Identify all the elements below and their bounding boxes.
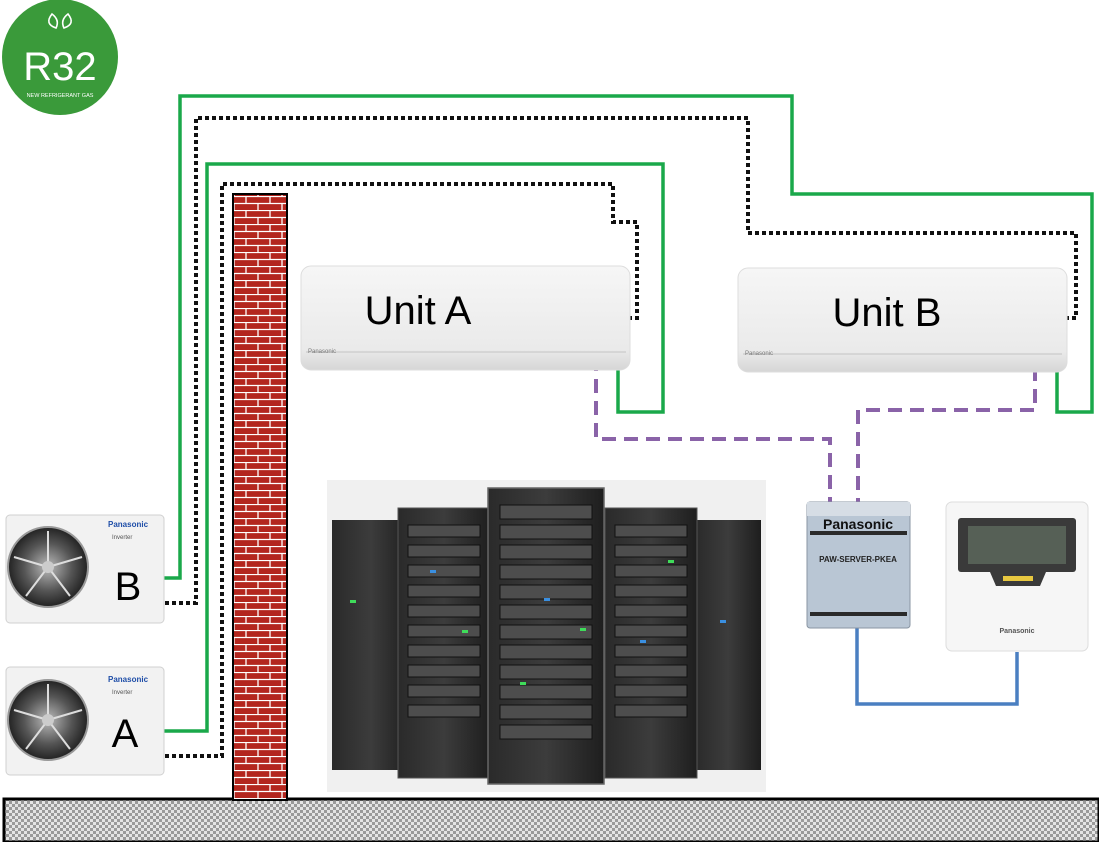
outdoor-unit-b: Panasonic Inverter B bbox=[5, 514, 165, 624]
badge-subtext: NEW REFRIGERANT GAS bbox=[27, 93, 94, 99]
controller: Panasonic bbox=[945, 501, 1089, 652]
indoor-unit-b: Panasonic Unit B bbox=[737, 267, 1068, 373]
server-model: PAW-SERVER-PKEA bbox=[819, 555, 897, 564]
unit-b-label: Unit B bbox=[833, 291, 942, 335]
dotted-outdoor-a-to-unit-a bbox=[165, 182, 639, 758]
pipe-outdoor-b-to-unit-b bbox=[162, 94, 1094, 580]
fan-icon bbox=[7, 526, 89, 608]
unit-a-brand: Panasonic bbox=[308, 349, 336, 355]
badge-text: R32 bbox=[23, 45, 96, 89]
outdoor-a-label: A bbox=[112, 712, 139, 756]
refrigerant-pipes bbox=[162, 94, 1094, 733]
unit-a-label: Unit A bbox=[365, 289, 472, 333]
control-links-dashed bbox=[594, 313, 1037, 505]
outdoor-b-brand: Panasonic bbox=[108, 520, 149, 529]
badge-circle bbox=[2, 0, 118, 115]
server-brand: Panasonic bbox=[823, 516, 893, 532]
pipe-outdoor-a-to-unit-a bbox=[162, 162, 665, 733]
server-module: Panasonic PAW-SERVER-PKEA bbox=[806, 501, 911, 629]
outdoor-a-brand: Panasonic bbox=[108, 675, 149, 684]
brick-wall bbox=[232, 193, 288, 801]
controller-brand: Panasonic bbox=[999, 628, 1034, 635]
outdoor-unit-a: Panasonic Inverter A bbox=[5, 666, 165, 776]
indoor-unit-a: Panasonic Unit A bbox=[300, 265, 631, 371]
link-unit-a-to-server bbox=[594, 313, 832, 505]
rack-status-lights bbox=[350, 560, 726, 685]
rack-detail-rows bbox=[407, 504, 688, 740]
r32-badge: R32 NEW REFRIGERANT GAS bbox=[2, 0, 118, 115]
leaf-icon bbox=[48, 12, 72, 29]
outdoor-b-sub: Inverter bbox=[112, 535, 132, 541]
ground-strip bbox=[2, 797, 1099, 842]
outdoor-b-label: B bbox=[115, 565, 142, 609]
control-wire bbox=[855, 628, 1019, 706]
dotted-lines bbox=[165, 116, 1078, 758]
outdoor-a-sub: Inverter bbox=[112, 690, 132, 696]
server-racks-image bbox=[327, 480, 766, 792]
unit-b-brand: Panasonic bbox=[745, 351, 773, 357]
link-unit-b-to-server bbox=[856, 323, 1037, 505]
fan-icon bbox=[7, 679, 89, 761]
